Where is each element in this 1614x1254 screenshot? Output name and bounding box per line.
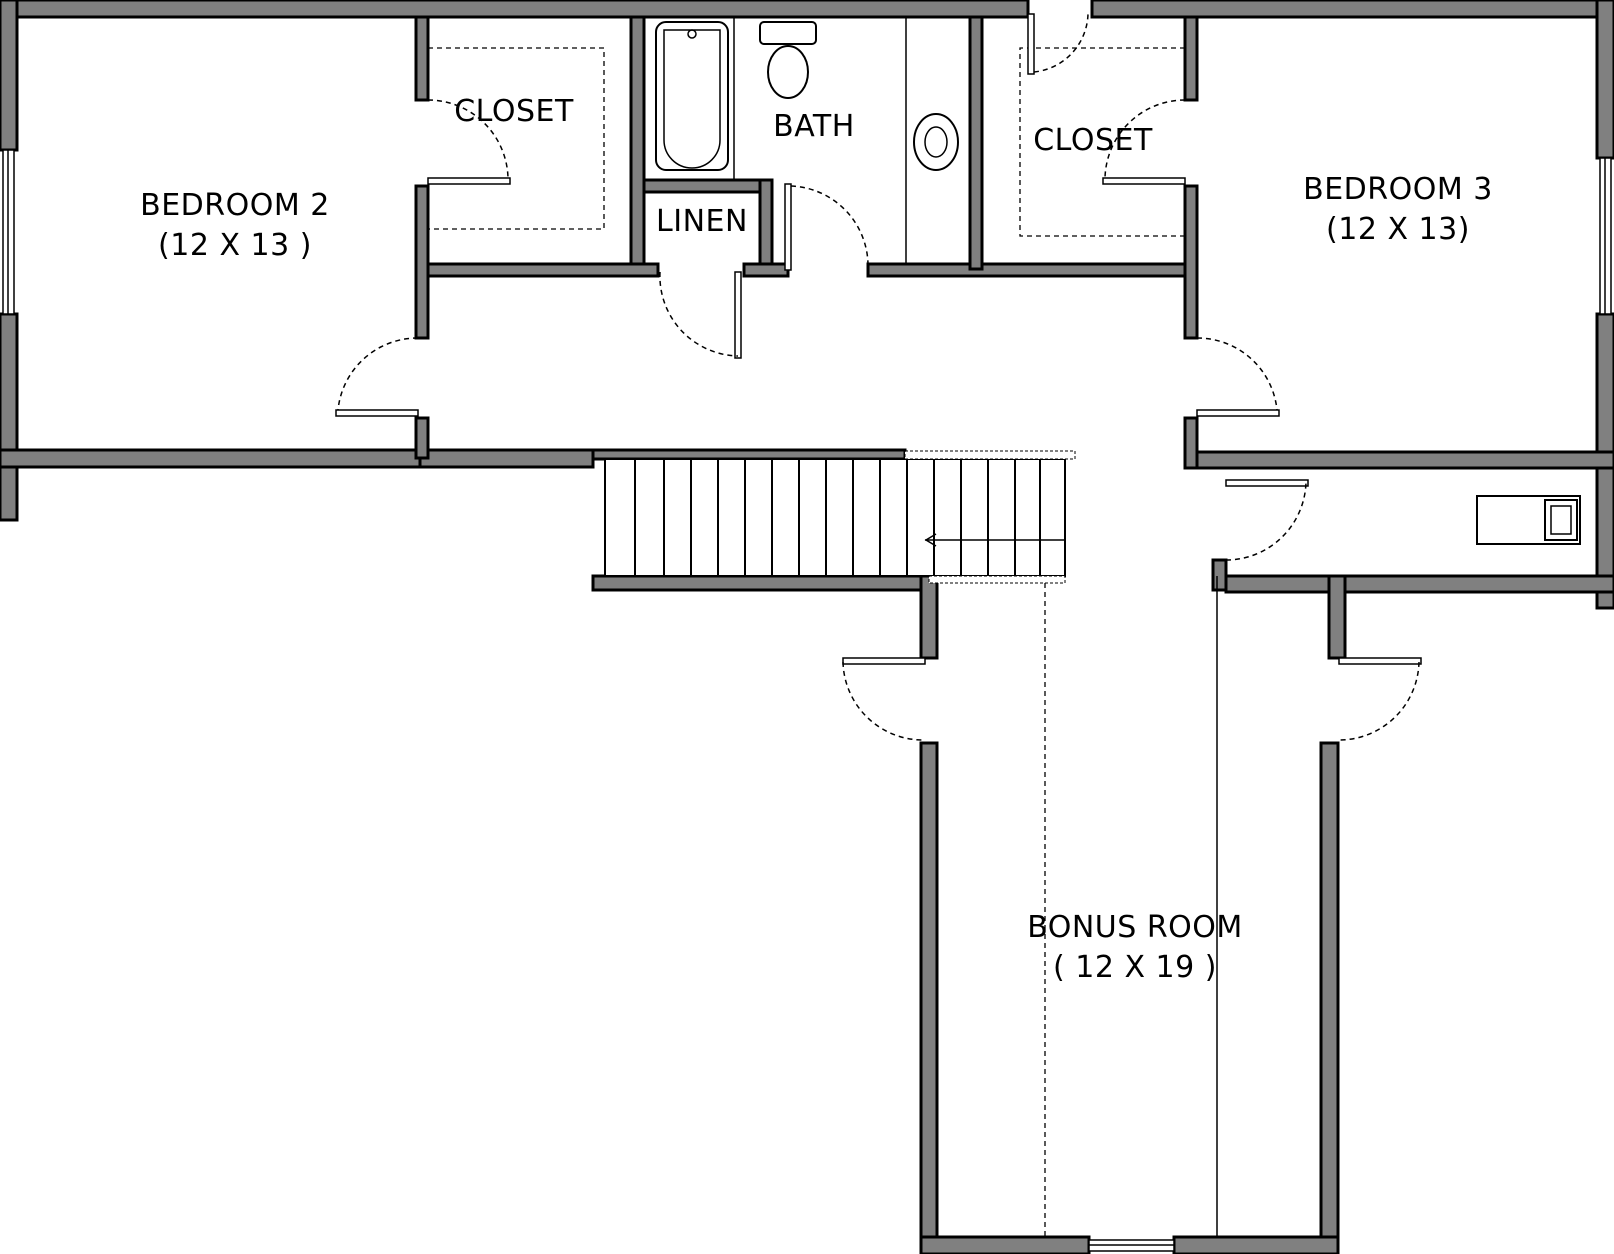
closet-right-label: CLOSET [1026, 121, 1160, 161]
hall-top-wall-right [866, 262, 1196, 278]
storage-left-wall [1211, 558, 1228, 592]
bonus-label: BONUS ROOM ( 12 X 19 ) [1002, 908, 1268, 988]
door-bedroom2 [335, 409, 419, 417]
stair-arrow-icon [924, 533, 937, 547]
bonus-size: ( 12 X 19 ) [1053, 950, 1217, 985]
bedroom3-size: (12 X 13) [1326, 212, 1470, 247]
bedroom2-closet-wall-lower [414, 416, 430, 460]
bath-tub-wall [642, 178, 772, 194]
sink [913, 113, 959, 171]
stairs [604, 450, 1076, 584]
hall-top-wall-left [426, 262, 660, 278]
bonus-right-wall [1319, 741, 1340, 1254]
linen-name: LINEN [656, 204, 748, 239]
bath-right-wall [968, 15, 984, 271]
door-bath [784, 183, 792, 271]
door-bedroom3 [1196, 409, 1280, 417]
linen-label: LINEN [650, 202, 754, 242]
toilet-tank [759, 21, 817, 45]
bedroom3-bottom-wall [1184, 450, 1614, 470]
bonus-right-upper-wall [1327, 574, 1347, 660]
door-storage [1225, 479, 1309, 487]
closet-left-name: CLOSET [454, 94, 574, 129]
interior-walls [414, 15, 1228, 592]
bonus-bottom-wall-left [919, 1235, 1091, 1254]
toilet-bowl [767, 45, 809, 99]
closet-left-label: CLOSET [448, 92, 580, 132]
bedroom3-closet-wall-mid [1183, 184, 1199, 340]
bedroom2-closet-wall-upper [414, 15, 430, 102]
bonus-name: BONUS ROOM [1027, 910, 1243, 945]
stair-bottom-wall [591, 574, 931, 592]
door-closet-left [427, 177, 511, 185]
stair-top-wall [591, 448, 907, 461]
door-top [1027, 13, 1035, 75]
closet-shelves [428, 47, 1185, 237]
right-wall-upper [1595, 0, 1614, 160]
bath-fixtures [655, 17, 959, 264]
bonus-bottom-wall-right [1172, 1235, 1340, 1254]
bedroom2-name: BEDROOM 2 [140, 188, 330, 223]
closet-right-name: CLOSET [1033, 123, 1153, 158]
bonus-left-wall [919, 741, 939, 1254]
bedroom3-closet-wall-lower [1183, 416, 1199, 470]
left-wall-upper [0, 0, 19, 152]
bedroom3-closet-wall-upper [1183, 15, 1199, 102]
bedroom3-name: BEDROOM 3 [1303, 172, 1493, 207]
bonus-left-upper-wall [919, 574, 939, 660]
linen-bottom-right [742, 262, 790, 278]
bath-name: BATH [773, 109, 855, 144]
door-linen [734, 271, 742, 359]
bathtub [655, 21, 729, 171]
left-wall-lower [0, 312, 19, 522]
door-bonus-left [842, 657, 926, 665]
bedroom2-label: BEDROOM 2 (12 X 13 ) [110, 186, 360, 266]
bedroom2-bottom-wall-right [418, 448, 595, 469]
bedroom2-bottom-wall [0, 448, 432, 469]
top-wall-right [1090, 0, 1614, 19]
top-wall-left [0, 0, 1030, 19]
storage-appliance [1476, 495, 1581, 545]
windows [2, 149, 1612, 1252]
linen-right-wall [758, 178, 774, 278]
door-closet-right [1102, 177, 1186, 185]
door-bonus-right [1338, 657, 1422, 665]
doors [335, 13, 1422, 741]
bath-label: BATH [764, 107, 864, 147]
bonus-dashed-lines [1044, 576, 1218, 1237]
bonus-top-wall-right [1224, 574, 1614, 594]
bedroom2-closet-wall-mid [414, 184, 430, 340]
bedroom3-label: BEDROOM 3 (12 X 13) [1276, 170, 1520, 250]
closet-left-right-wall [629, 15, 646, 271]
bedroom2-size: (12 X 13 ) [158, 228, 312, 263]
